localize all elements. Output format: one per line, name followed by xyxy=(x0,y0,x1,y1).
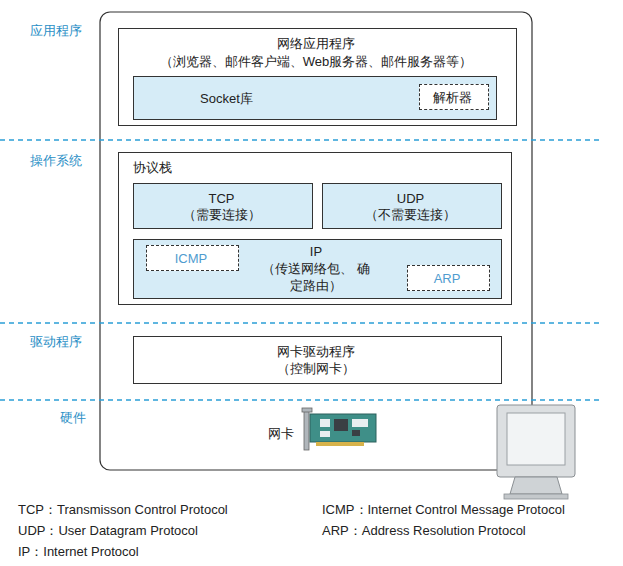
box-subtitle: （控制网卡） xyxy=(134,360,498,377)
protocol-box: TCP（需要连接） xyxy=(133,183,313,229)
layer-label: 应用程序 xyxy=(30,22,82,39)
box-title: Socket库 xyxy=(200,90,253,107)
abbreviation-note: UDP：User Datagram Protocol xyxy=(18,522,198,539)
layer-label: 硬件 xyxy=(60,409,86,426)
box-subtitle: （传送网络包、 确定路由） xyxy=(256,260,376,294)
box-subtitle: （不需要连接） xyxy=(323,206,498,223)
application-box: 网络应用程序（浏览器、邮件客户端、Web服务器、邮件服务器等） Socket库 解析… xyxy=(118,28,517,126)
abbreviation-note: ARP：Address Resolution Protocol xyxy=(322,522,526,539)
library-box: Socket库 解析器 xyxy=(133,76,497,120)
sub-protocol-box: ARP xyxy=(407,265,490,291)
sub-protocol-box: ICMP xyxy=(146,245,239,271)
resolver-box: 解析器 xyxy=(419,84,489,110)
box-title: 网络应用程序 xyxy=(119,35,513,52)
protocol-box: UDP（不需要连接） xyxy=(322,183,502,229)
abbreviation-note: TCP：Transmisson Control Protocol xyxy=(18,501,228,518)
network-card-icon xyxy=(302,408,376,450)
monitor-icon xyxy=(497,405,575,499)
computer-outline xyxy=(100,12,532,470)
protocol-stack-box: 协议栈TCP（需要连接）UDP（不需要连接）IP（传送网络包、 确定路由）ICM… xyxy=(118,152,512,305)
layer-label: 驱动程序 xyxy=(30,333,82,350)
box-title: 解析器 xyxy=(420,89,485,106)
box-title: TCP xyxy=(134,190,309,207)
box-title: 网卡驱动程序 xyxy=(134,343,498,360)
abbreviation-note: ICMP：Internet Control Message Protocol xyxy=(322,501,565,518)
box-subtitle: （需要连接） xyxy=(134,206,309,223)
box-title: ICMP xyxy=(147,250,235,267)
box-subtitle: （浏览器、邮件客户端、Web服务器、邮件服务器等） xyxy=(119,53,513,70)
part-label: 网卡 xyxy=(268,425,294,442)
box-title: ARP xyxy=(408,270,486,287)
layer-dividers xyxy=(0,140,600,400)
box-title: UDP xyxy=(323,190,498,207)
driver-box: 网卡驱动程序（控制网卡） xyxy=(133,336,502,384)
layer-label: 操作系统 xyxy=(30,152,82,169)
abbreviation-note: IP：Internet Protocol xyxy=(18,543,139,560)
box-title: 协议栈 xyxy=(133,159,172,176)
protocol-box: IP（传送网络包、 确定路由）ICMPARP xyxy=(133,239,502,299)
